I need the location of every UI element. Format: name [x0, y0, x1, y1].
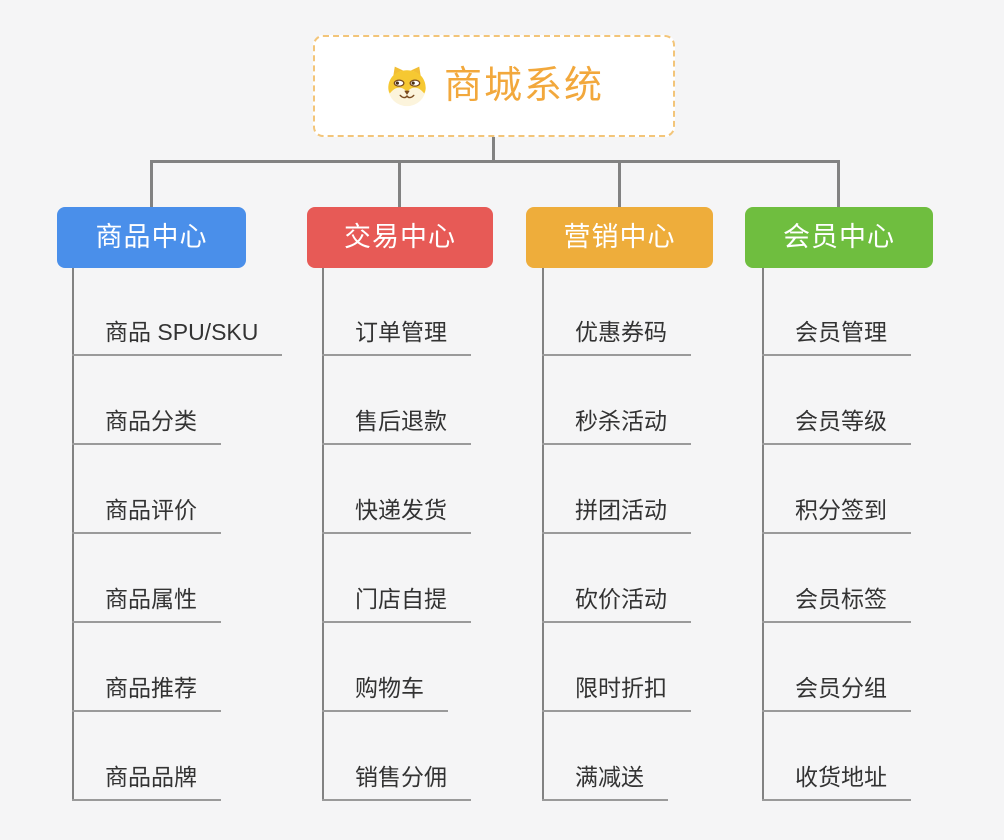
- leaf-item[interactable]: 会员分组: [762, 672, 911, 712]
- connector-drop-trade: [398, 160, 401, 208]
- shiba-dog-icon: [388, 66, 426, 107]
- branch-node-product-center[interactable]: 商品中心: [57, 207, 246, 268]
- leaf-item[interactable]: 销售分佣: [322, 761, 471, 801]
- connector-root-stem: [492, 137, 495, 162]
- connector-top-rail: [150, 160, 840, 163]
- branch-label: 商品中心: [95, 222, 208, 252]
- leaf-item[interactable]: 限时折扣: [542, 672, 691, 712]
- root-title: 商城系统: [443, 65, 604, 107]
- branch-label: 会员中心: [783, 222, 895, 252]
- leaf-item[interactable]: 商品 SPU/SKU: [72, 316, 283, 356]
- leaf-item[interactable]: 会员管理: [762, 316, 911, 356]
- root-node-mall-system[interactable]: 商城系统: [313, 35, 675, 137]
- connector-column-line-trade: [322, 268, 324, 801]
- leaf-item[interactable]: 商品推荐: [72, 672, 221, 712]
- leaf-item[interactable]: 秒杀活动: [542, 405, 691, 445]
- branch-node-member-center[interactable]: 会员中心: [745, 207, 933, 268]
- connector-drop-member: [837, 160, 840, 208]
- leaf-item[interactable]: 满减送: [542, 761, 668, 801]
- leaf-item[interactable]: 砍价活动: [542, 583, 691, 623]
- branch-label: 交易中心: [344, 222, 456, 252]
- leaf-item[interactable]: 商品属性: [72, 583, 221, 623]
- connector-column-line-member: [762, 268, 764, 801]
- leaf-item[interactable]: 会员等级: [762, 405, 911, 445]
- connector-column-line-product: [72, 268, 74, 801]
- connector-drop-marketing: [618, 160, 621, 208]
- branch-node-marketing-center[interactable]: 营销中心: [526, 207, 713, 268]
- leaf-item[interactable]: 商品评价: [72, 494, 221, 534]
- branch-label: 营销中心: [563, 222, 676, 252]
- connector-drop-product: [150, 160, 153, 208]
- leaf-item[interactable]: 订单管理: [322, 316, 471, 356]
- leaf-item[interactable]: 购物车: [322, 672, 448, 712]
- leaf-item[interactable]: 快递发货: [322, 494, 471, 534]
- leaf-item[interactable]: 售后退款: [322, 405, 471, 445]
- leaf-item[interactable]: 商品分类: [72, 405, 221, 445]
- connector-column-line-marketing: [542, 268, 544, 801]
- leaf-item[interactable]: 收货地址: [762, 761, 911, 801]
- leaf-item[interactable]: 拼团活动: [542, 494, 691, 534]
- leaf-item[interactable]: 优惠券码: [542, 316, 691, 356]
- leaf-item[interactable]: 门店自提: [322, 583, 471, 623]
- leaf-item[interactable]: 积分签到: [762, 494, 911, 534]
- leaf-item[interactable]: 商品品牌: [72, 761, 221, 801]
- branch-node-trade-center[interactable]: 交易中心: [307, 207, 493, 268]
- leaf-item[interactable]: 会员标签: [762, 583, 911, 623]
